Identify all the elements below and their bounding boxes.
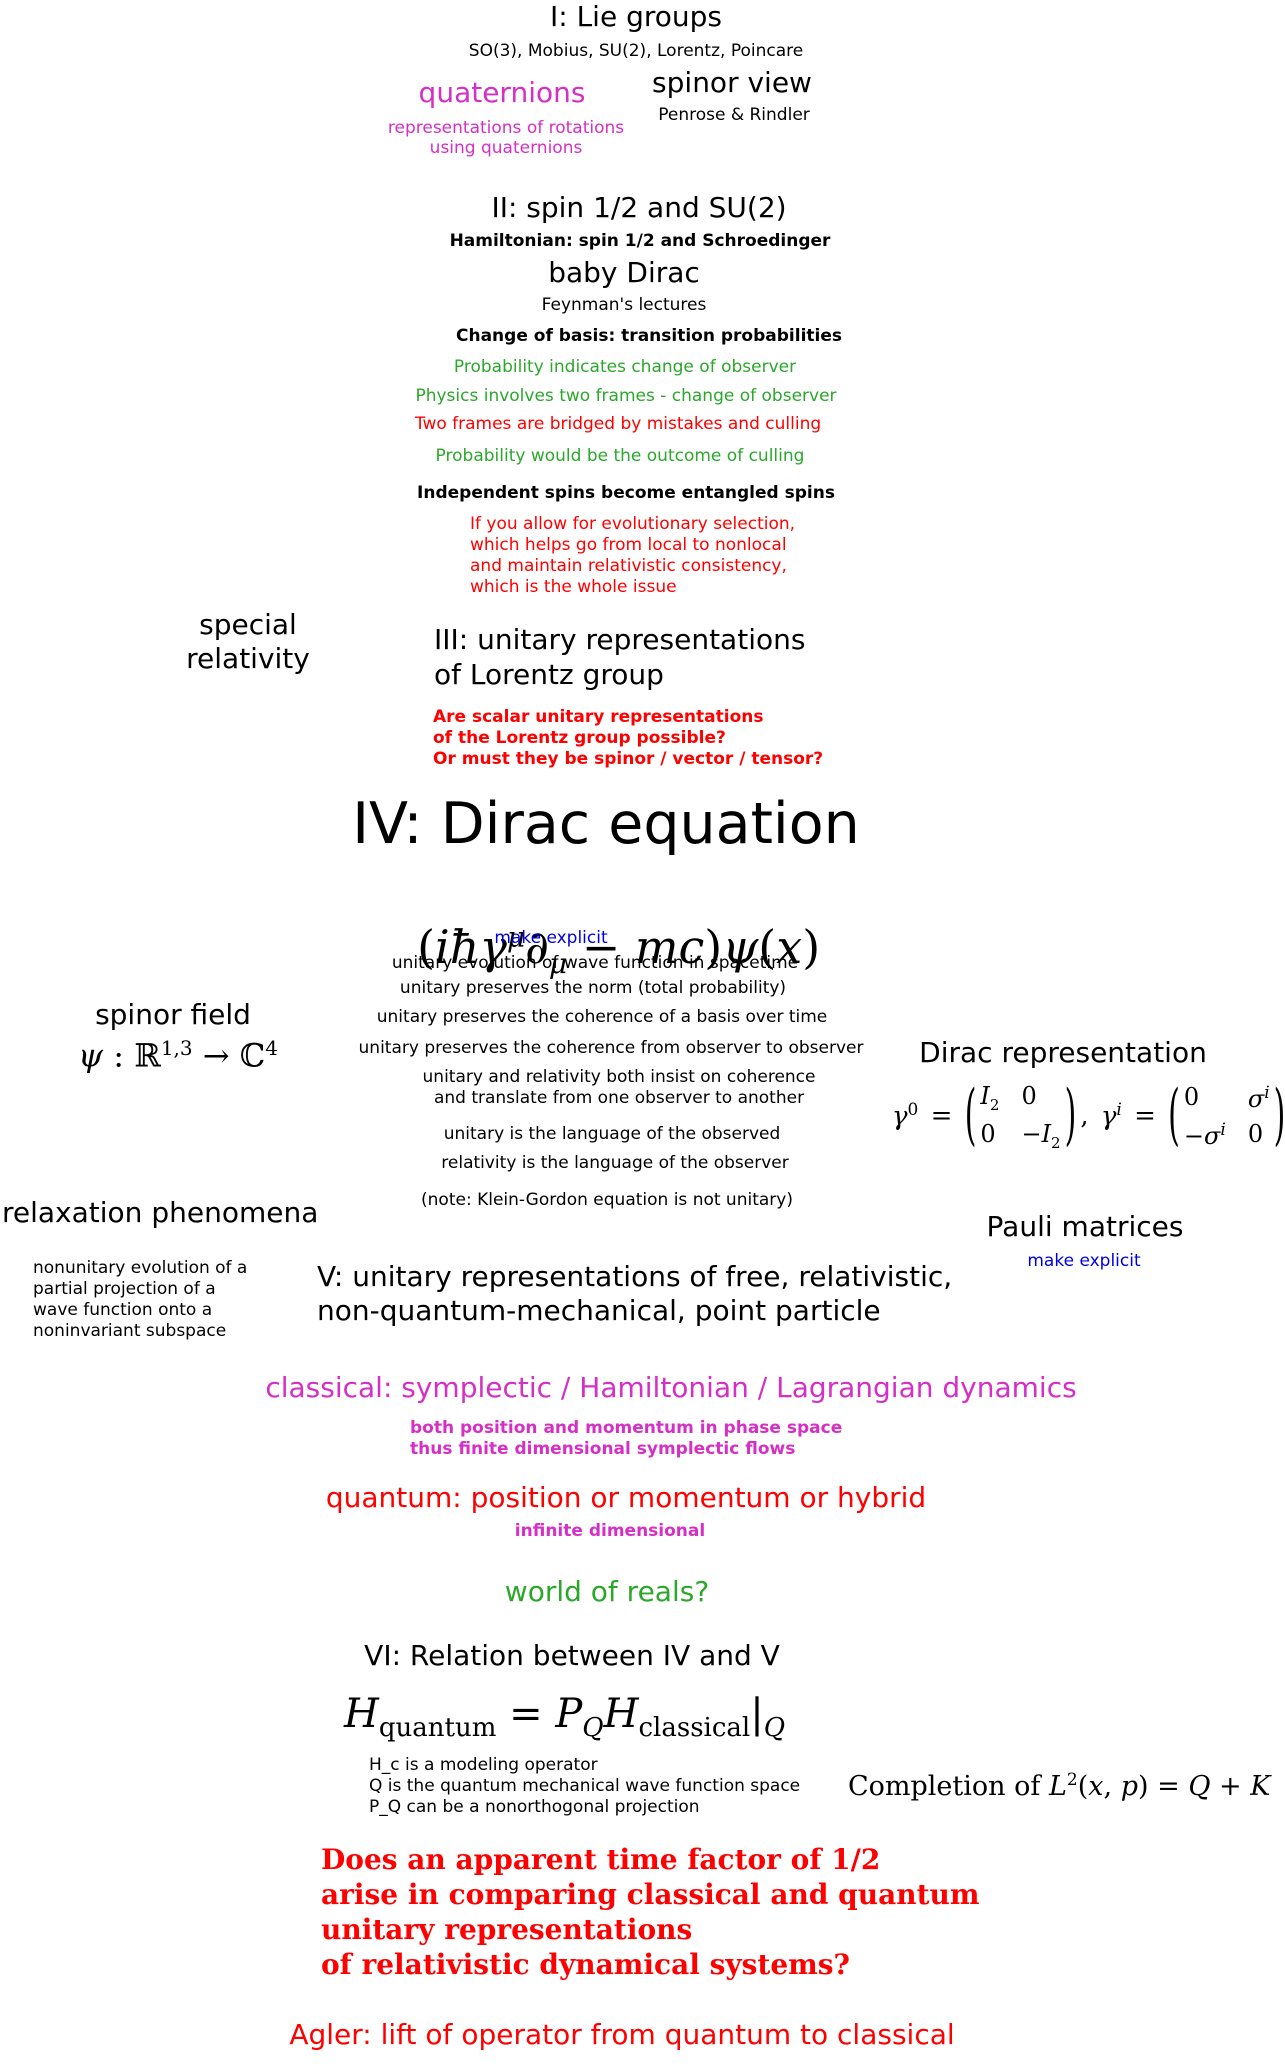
change-of-basis-label: Change of basis: transition probabilitie… <box>456 326 842 346</box>
time-factor-question: Does an apparent time factor of 1/2 aris… <box>321 1843 980 1981</box>
dirac-note-7: relativity is the language of the observ… <box>441 1153 789 1173</box>
quaternions-label: quaternions <box>418 76 586 109</box>
dirac-make-explicit-note: make explicit <box>494 928 608 948</box>
dirac-note-6: unitary is the language of the observed <box>443 1124 781 1144</box>
spinor-field-title: spinor field <box>95 998 251 1031</box>
spinor-field-formula: ψ : ℝ1,3 → ℂ4 <box>78 1036 278 1075</box>
feynman-note: Feynman's lectures <box>541 295 707 315</box>
entangled-spins-label: Independent spins become entangled spins <box>417 483 835 503</box>
relaxation-note: nonunitary evolution of a partial projec… <box>33 1258 248 1341</box>
infinite-dimensional-note: infinite dimensional <box>514 1521 706 1541</box>
special-relativity-label: special relativity <box>186 608 310 675</box>
section-4-title: IV: Dirac equation <box>352 791 860 857</box>
section-3-title: III: unitary representations of Lorentz … <box>434 623 806 691</box>
dirac-note-1: unitary evolution of wave function in sp… <box>391 953 799 973</box>
culling-outcome-note: Probability would be the outcome of cull… <box>435 446 805 466</box>
dirac-equation: (iħγμ∂μ − mc)ψ(x) <box>417 920 821 981</box>
classical-dynamics-note: both position and momentum in phase spac… <box>410 1418 843 1459</box>
world-of-reals-label: world of reals? <box>504 1575 710 1608</box>
evolutionary-selection-note: If you allow for evolutionary selection,… <box>470 514 796 597</box>
hamiltonian-label: Hamiltonian: spin 1/2 and Schroedinger <box>449 231 831 251</box>
completion-formula: Completion of L2(x, p) = Q + K <box>848 1770 1271 1802</box>
section-6-title: VI: Relation between IV and V <box>364 1639 780 1672</box>
classical-dynamics-label: classical: symplectic / Hamiltonian / La… <box>265 1371 1077 1404</box>
section-1-title: I: Lie groups <box>549 0 723 33</box>
relation-equation: Hquantum = PQHclassical|Q <box>344 1691 786 1743</box>
bridged-frames-note: Two frames are bridged by mistakes and c… <box>414 414 822 434</box>
dirac-note-5: unitary and relativity both insist on co… <box>422 1067 816 1108</box>
spinor-view-note: Penrose & Rindler <box>658 105 810 125</box>
spinor-view-label: spinor view <box>652 66 812 99</box>
two-frames-note: Physics involves two frames - change of … <box>415 386 837 406</box>
quantum-label: quantum: position or momentum or hybrid <box>325 1481 927 1514</box>
dirac-note-2: unitary preserves the norm (total probab… <box>399 978 787 998</box>
lie-groups-list: SO(3), Mobius, SU(2), Lorentz, Poincare <box>468 41 804 61</box>
probability-observer-note: Probability indicates change of observer <box>453 357 797 377</box>
relaxation-phenomena-title: relaxation phenomena <box>2 1196 319 1229</box>
klein-gordon-note: (note: Klein-Gordon equation is not unit… <box>421 1190 793 1210</box>
quaternions-note: representations of rotations using quate… <box>387 118 625 159</box>
pauli-make-explicit-note: make explicit <box>1027 1251 1141 1271</box>
section-5-title: V: unitary representations of free, rela… <box>317 1260 953 1327</box>
pauli-matrices-title: Pauli matrices <box>986 1210 1184 1243</box>
dirac-note-3: unitary preserves the coherence of a bas… <box>376 1007 828 1027</box>
lorentz-question: Are scalar unitary representations of th… <box>433 707 824 769</box>
agler-label: Agler: lift of operator from quantum to … <box>289 2018 955 2051</box>
relation-notes: H_c is a modeling operator Q is the quan… <box>369 1755 801 1817</box>
baby-dirac-label: baby Dirac <box>548 256 700 289</box>
dirac-representation-title: Dirac representation <box>919 1036 1207 1069</box>
section-2-title: II: spin 1/2 and SU(2) <box>491 191 787 224</box>
dirac-note-4: unitary preserves the coherence from obs… <box>358 1038 864 1058</box>
